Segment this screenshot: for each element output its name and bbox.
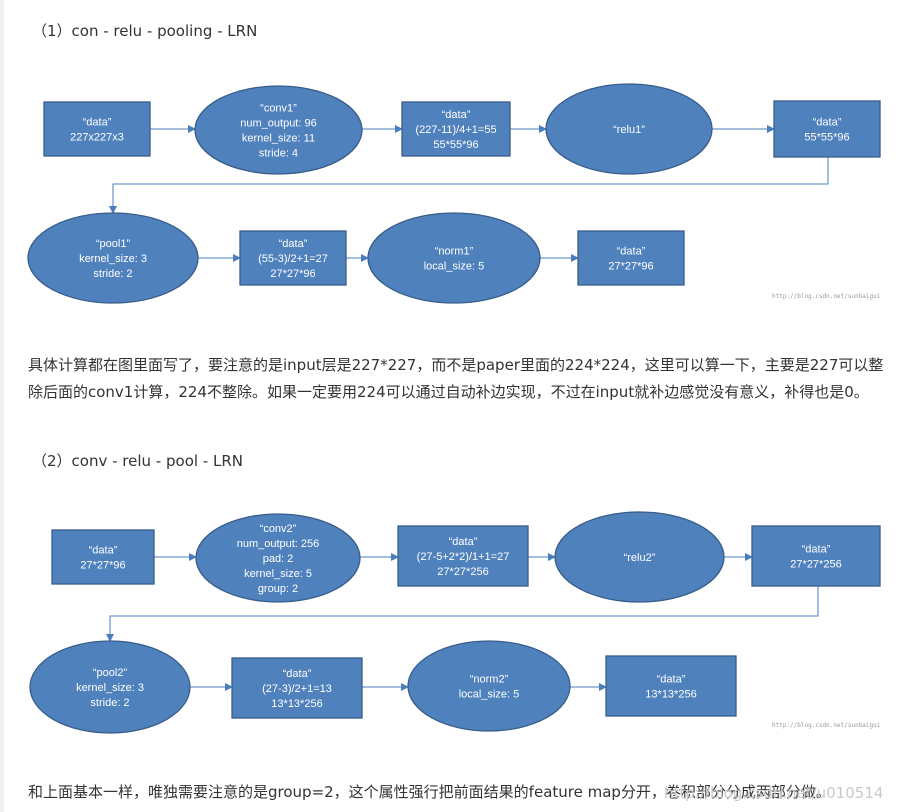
data-box [605,655,737,717]
process-ellipse [27,212,199,304]
node-label-line: (27-3)/2+1=13 [262,683,332,695]
node-label-line: 55*55*96 [433,139,478,151]
section2-row2-node-1: “pool2” kernel_size: 3 stride: 2 [29,640,191,734]
section1-paragraph: 具体计算都在图里面写了，要注意的是input层是227*227，而不是paper… [28,356,884,401]
node-label-line: “data” [442,109,471,121]
node-label-line: “data” [617,246,646,258]
section2-diagram: “data” 27*27*96 “conv2” num_output: 256 pad:… [29,511,881,734]
node-label-line: 27*27*96 [270,268,315,280]
section1-row2-node-1: “pool1” kernel_size: 3 stride: 2 [27,212,199,304]
node-label-line: stride: 2 [90,697,129,709]
node-label-line: “pool2” [93,667,128,679]
data-box [751,525,881,587]
data-box [231,657,363,719]
node-label-line: 27*27*96 [80,560,125,572]
section1-row1-node-3: “data” (227-11)/4+1=55 55*55*96 [401,101,511,157]
process-ellipse [407,640,571,732]
section2-row2-nodes: “pool2” kernel_size: 3 stride: 2 “data” (27-… [29,640,737,734]
section2-watermark: http://blog.csdn.net/sunbaigui [772,722,881,729]
section1-diagram: “data” 227x227x3 “conv1” num_output: 96 kern… [27,83,881,304]
data-box [43,101,151,157]
section1-row1-node-2: “conv1” num_output: 96 kernel_size: 11 stri… [194,85,363,175]
node-label-line: num_output: 96 [240,118,316,130]
node-label-line: stride: 2 [93,268,132,280]
section2-row2-node-2: “data” (27-3)/2+1=13 13*13*256 [231,657,363,719]
section1-row2-node-4: “data” 27*27*96 [577,230,685,286]
process-ellipse [545,83,713,175]
node-label-line: 27*27*256 [790,559,841,571]
node-label-line: “relu2” [624,552,656,564]
section1-row1-node-1: “data” 227x227x3 [43,101,151,157]
node-label-line: “data” [83,117,112,129]
section1-row1-node-4: “relu1” [545,83,713,175]
section1-row2-node-2: “data” (55-3)/2+1=27 27*27*96 [239,230,347,286]
data-box [401,101,511,157]
section2-row1-nodes: “data” 27*27*96 “conv2” num_output: 256 pad:… [51,511,881,603]
node-label-line: “pool1” [96,238,131,250]
process-ellipse [194,85,363,175]
node-label-line: “data” [283,668,312,680]
process-ellipse [367,212,541,304]
node-label-line: num_output: 256 [237,538,320,550]
left-margin-rule [0,0,4,812]
data-box [577,230,685,286]
process-ellipse [554,511,725,603]
node-label-line: “norm2” [470,674,509,686]
process-ellipse [195,513,361,603]
node-label-line: (27-5+2*2)/1+1=27 [417,551,510,563]
node-label-line: 13*13*256 [271,698,322,710]
node-label-line: “conv2” [260,523,297,535]
node-label-line: 227x227x3 [70,132,124,144]
node-label-line: 55*55*96 [804,132,849,144]
node-label-line: pad: 2 [263,553,294,565]
section2-row2-node-3: “norm2” local_size: 5 [407,640,571,732]
node-label-line: group: 2 [258,583,298,595]
node-label-line: “data” [657,674,686,686]
arrow-s2-wrap [106,586,819,642]
data-box [773,100,881,158]
section2-row1-node-2: “conv2” num_output: 256 pad: 2 kernel_size:… [195,513,361,603]
node-label-line: 27*27*256 [437,566,488,578]
section1-watermark: http://blog.csdn.net/sunbaigui [772,293,881,300]
node-label-line: local_size: 5 [424,261,485,273]
node-label-line: (55-3)/2+1=27 [258,253,328,265]
section1-heading: （1）con - relu - pooling - LRN [32,22,258,40]
section1-row1-nodes: “data” 227x227x3 “conv1” num_output: 96 kern… [43,83,881,175]
node-label-line: kernel_size: 3 [76,682,144,694]
node-label-line: “data” [89,545,118,557]
section2-row1-node-1: “data” 27*27*96 [51,529,155,585]
node-label-line: “conv1” [260,103,297,115]
node-label-line: “relu1” [613,124,645,136]
process-ellipse [29,640,191,734]
node-label-line: 13*13*256 [645,689,696,701]
section2-overlay-watermark: http://blog.csdn.net/u010514 [664,784,884,802]
section1-row1-node-5: “data” 55*55*96 [773,100,881,158]
node-label-line: “data” [279,238,308,250]
section2-row2-node-4: “data” 13*13*256 [605,655,737,717]
data-box [51,529,155,585]
node-label-line: “data” [449,536,478,548]
data-box [239,230,347,286]
section2-row1-node-5: “data” 27*27*256 [751,525,881,587]
node-label-line: “norm1” [435,246,474,258]
section2-heading: （2）conv - relu - pool - LRN [32,452,243,470]
node-label-line: “data” [802,544,831,556]
section1-row2-node-3: “norm1” local_size: 5 [367,212,541,304]
node-label-line: 27*27*96 [608,261,653,273]
section1-row2-nodes: “pool1” kernel_size: 3 stride: 2 “data” (55-… [27,212,685,304]
section2-paragraph: 和上面基本一样，唯独需要注意的是group=2，这个属性强行把前面结果的feat… [28,783,831,801]
node-label-line: (227-11)/4+1=55 [415,124,496,136]
section2-row1-node-3: “data” (27-5+2*2)/1+1=27 27*27*256 [397,525,529,587]
data-box [397,525,529,587]
node-label-line: kernel_size: 11 [242,133,315,145]
node-label-line: kernel_size: 5 [244,568,312,580]
node-label-line: “data” [813,117,842,129]
arrow-s1-wrap [109,157,829,214]
node-label-line: local_size: 5 [459,689,520,701]
node-label-line: kernel_size: 3 [79,253,147,265]
node-label-line: stride: 4 [259,148,298,160]
section2-row1-node-4: “relu2” [554,511,725,603]
